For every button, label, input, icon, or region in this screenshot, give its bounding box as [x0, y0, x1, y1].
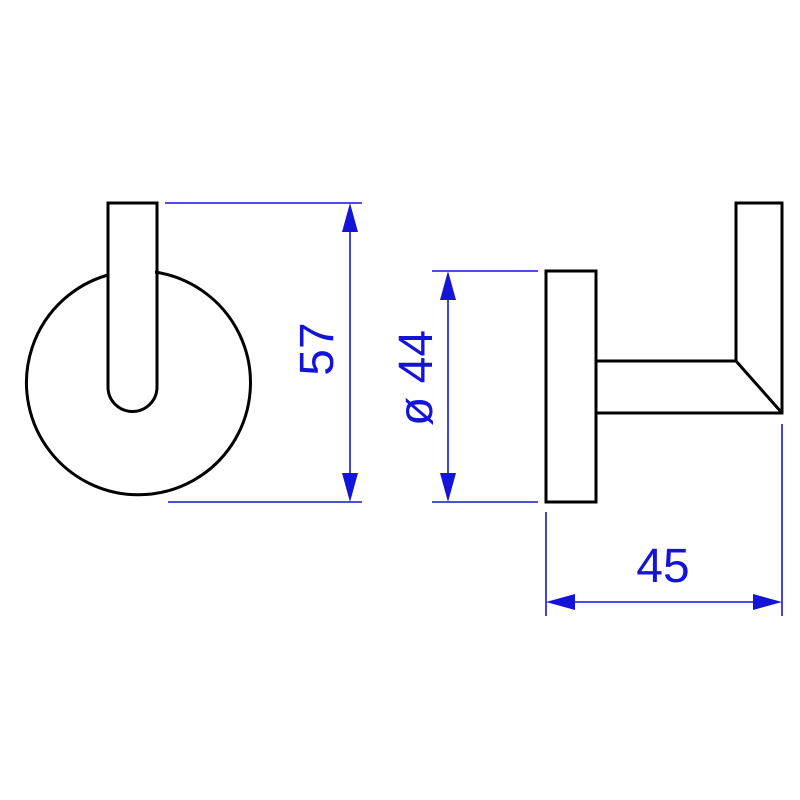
- arrow-up: [342, 203, 358, 232]
- arrow-left: [546, 594, 575, 610]
- arrow-down: [440, 473, 456, 502]
- height-dimension: 57: [165, 202, 362, 503]
- arrow-up: [440, 271, 456, 300]
- depth-label: 45: [636, 540, 689, 593]
- depth-dimension: 45: [545, 424, 783, 616]
- diameter-label: ø 44: [390, 330, 443, 426]
- front-view: [25, 201, 252, 497]
- hook-side: [596, 201, 784, 415]
- arrow-right: [753, 594, 782, 610]
- hook-arm-front: [106, 201, 159, 413]
- hook-bend-line: [734, 360, 784, 414]
- side-view: [544, 201, 784, 504]
- base-plate: [544, 269, 598, 504]
- arrow-down: [342, 473, 358, 502]
- rosette-circle: [25, 270, 252, 497]
- height-label: 57: [291, 322, 344, 375]
- diameter-dimension: ø 44: [390, 270, 538, 503]
